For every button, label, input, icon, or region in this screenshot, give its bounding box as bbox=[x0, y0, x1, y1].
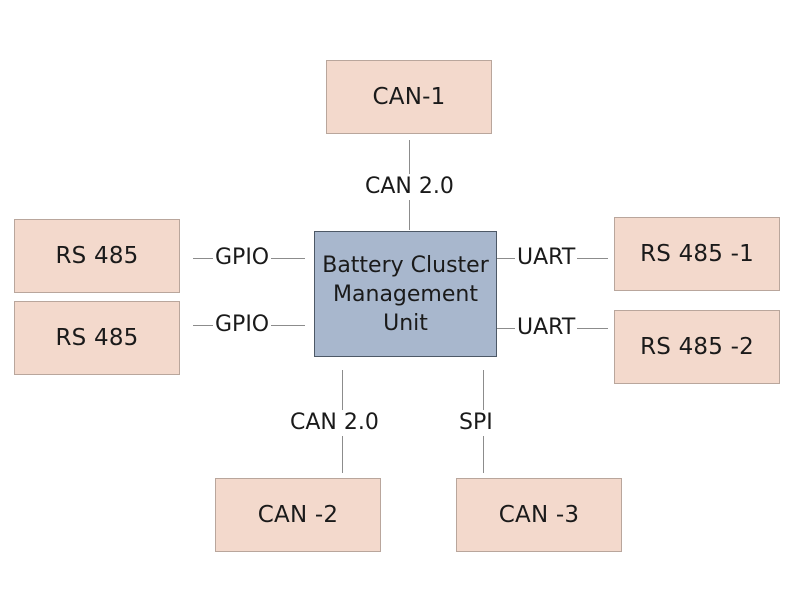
node-rs485-2: RS 485 -2 bbox=[614, 310, 780, 384]
node-label: CAN-1 bbox=[372, 84, 446, 110]
node-can-2: CAN -2 bbox=[215, 478, 381, 552]
node-label: RS 485 bbox=[55, 243, 139, 269]
node-can-3: CAN -3 bbox=[456, 478, 622, 552]
link-label-bottom-left: CAN 2.0 bbox=[288, 410, 381, 436]
node-label: RS 485 -2 bbox=[640, 334, 754, 360]
link-label-top: CAN 2.0 bbox=[363, 174, 456, 200]
node-rs485-top: RS 485 bbox=[14, 219, 180, 293]
node-label: RS 485 bbox=[55, 325, 139, 351]
node-rs485-bottom: RS 485 bbox=[14, 301, 180, 375]
node-label: CAN -3 bbox=[498, 502, 580, 528]
battery-cluster-management-unit: Battery Cluster Management Unit bbox=[314, 231, 497, 357]
link-label-right-bottom: UART bbox=[515, 315, 578, 341]
node-label: CAN -2 bbox=[257, 502, 339, 528]
link-label-left-top: GPIO bbox=[213, 245, 272, 271]
link-label-right-top: UART bbox=[515, 245, 578, 271]
center-label: Battery Cluster Management Unit bbox=[322, 252, 489, 336]
node-rs485-1: RS 485 -1 bbox=[614, 217, 780, 291]
node-can-1: CAN-1 bbox=[326, 60, 492, 134]
link-label-left-bottom: GPIO bbox=[213, 312, 272, 338]
link-label-bottom-right: SPI bbox=[457, 410, 495, 436]
node-label: RS 485 -1 bbox=[640, 241, 754, 267]
